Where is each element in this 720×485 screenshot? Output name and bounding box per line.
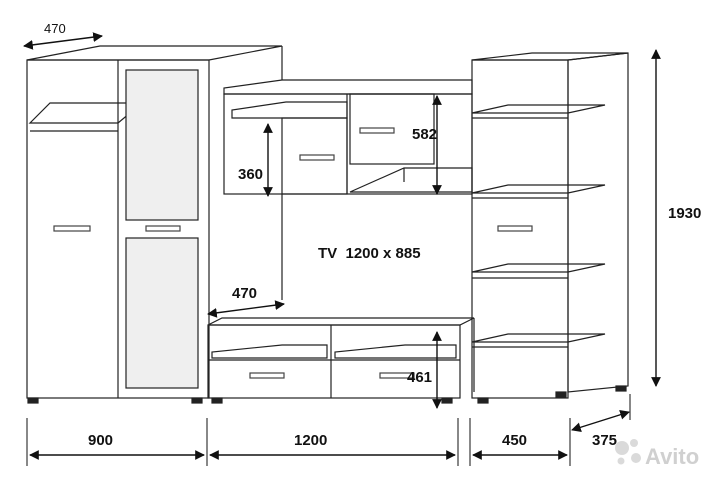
wardrobe-width-label: 900 (88, 432, 113, 449)
avito-logo-icon (615, 439, 641, 465)
wardrobe-foot-left (27, 397, 39, 404)
tv-stand-depth-arrow (207, 300, 285, 318)
wardrobe-inner-shelf (28, 102, 144, 124)
shelf-unit-foot-right (555, 391, 567, 398)
corner-width-label: 375 (592, 432, 617, 449)
shelf-4 (471, 333, 606, 343)
depth-top-label: 470 (44, 21, 66, 36)
shelf-unit-foot-left (477, 397, 489, 404)
left-door-handle (53, 225, 91, 232)
total-height-label: 1930 (668, 205, 701, 222)
tv-stand-top (207, 317, 475, 326)
upper-left-drawer (281, 117, 348, 195)
shelf-2 (471, 184, 606, 194)
dimension-labels: 470 360 582 TV 1200 x 885 470 461 1930 9… (44, 21, 701, 449)
upper-right-open-shelf (349, 167, 473, 193)
tv-stand (207, 317, 475, 404)
upper-cabinet (223, 79, 473, 300)
glass-door-handle (145, 225, 181, 232)
shelf-unit-width-label: 450 (502, 432, 527, 449)
dimension-lines (23, 32, 661, 466)
tv-stand-depth-label: 470 (232, 285, 257, 302)
depth-top-arrow (23, 32, 103, 50)
tv-stand-left-handle (249, 372, 285, 379)
wardrobe (26, 45, 283, 404)
avito-watermark-text: Avito (645, 444, 699, 469)
corner-width-arrow (571, 409, 630, 433)
tv-stand-foot-right (441, 397, 453, 404)
upper-right-handle (359, 127, 395, 134)
shelf-3 (471, 263, 606, 273)
glass-panel-bottom (125, 237, 199, 389)
tv-section-width-label: 1200 (294, 432, 327, 449)
shelf-unit-top (471, 52, 629, 61)
tv-stand-body (207, 324, 461, 399)
upper-cabinet-top (223, 79, 473, 95)
upper-open-shelf (231, 101, 348, 119)
wardrobe-foot-right (191, 397, 203, 404)
corner-foot (615, 385, 627, 392)
tv-stand-height-label: 461 (407, 369, 432, 386)
shelf-1 (471, 104, 606, 114)
tv-size-label: TV 1200 x 885 (318, 245, 421, 262)
tv-stand-open-left (211, 344, 328, 359)
wardrobe-top (26, 45, 283, 61)
corner-unit-face (567, 52, 629, 393)
avito-watermark: Avito (615, 439, 699, 469)
shelf-unit (471, 52, 629, 404)
tv-stand-open-right (334, 344, 457, 359)
tv-stand-foot-left (211, 397, 223, 404)
upper-box-height-label: 360 (238, 166, 263, 183)
upper-cabinet-height-label: 582 (412, 126, 437, 143)
tv-stand-right-handle (379, 372, 415, 379)
shelf-unit-handle (497, 225, 533, 232)
upper-left-handle (299, 154, 335, 161)
glass-panel-top (125, 69, 199, 221)
